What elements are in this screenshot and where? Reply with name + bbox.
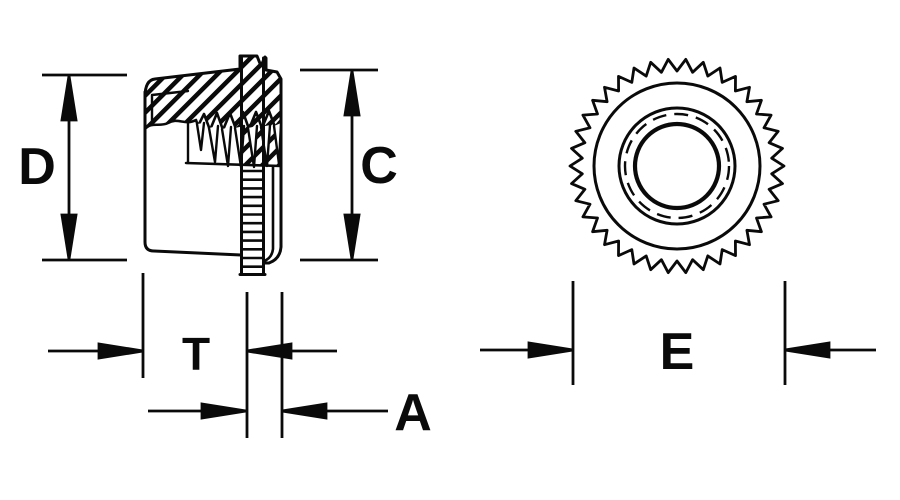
side-section-view xyxy=(143,54,283,276)
dim-label-E: E xyxy=(659,323,695,381)
dim-T xyxy=(48,273,337,378)
arrowhead-left xyxy=(281,402,328,420)
arrowhead-up xyxy=(60,75,78,122)
shank-outer-circle xyxy=(592,81,762,251)
flange-inner-line xyxy=(262,165,275,263)
arrowhead-right xyxy=(97,342,144,360)
head-inner-line xyxy=(150,89,190,127)
arrowhead-right xyxy=(200,402,247,420)
arrowhead-left xyxy=(246,342,293,360)
arrowhead-left xyxy=(784,341,831,359)
dim-D xyxy=(42,73,127,262)
arrowhead-down xyxy=(60,213,78,260)
arrowhead-down xyxy=(343,213,361,260)
front-view xyxy=(568,58,786,274)
dim-A xyxy=(148,292,388,438)
dim-label-T: T xyxy=(181,328,211,380)
arrowhead-up xyxy=(343,70,361,117)
arrowhead-right xyxy=(527,341,574,359)
bore-circle xyxy=(632,121,722,211)
dim-label-C: C xyxy=(360,137,398,195)
dim-E xyxy=(480,281,876,385)
pilot-shank-edges xyxy=(238,56,267,276)
knurled-serration-ring xyxy=(568,58,786,274)
body-left-wall xyxy=(143,90,243,257)
dim-label-A: A xyxy=(394,384,432,442)
shoulder-line xyxy=(184,161,283,168)
thread-spikes xyxy=(195,121,283,169)
dim-C xyxy=(300,68,378,262)
dim-label-D: D xyxy=(18,138,56,196)
thread-major-circle xyxy=(617,106,737,226)
thread-profile-line xyxy=(144,109,283,132)
dimension-linework xyxy=(42,68,876,438)
pilot-knurl-rungs xyxy=(240,169,265,269)
section-hatch-region xyxy=(145,56,281,166)
thread-minor-dashed-circle xyxy=(623,112,731,220)
